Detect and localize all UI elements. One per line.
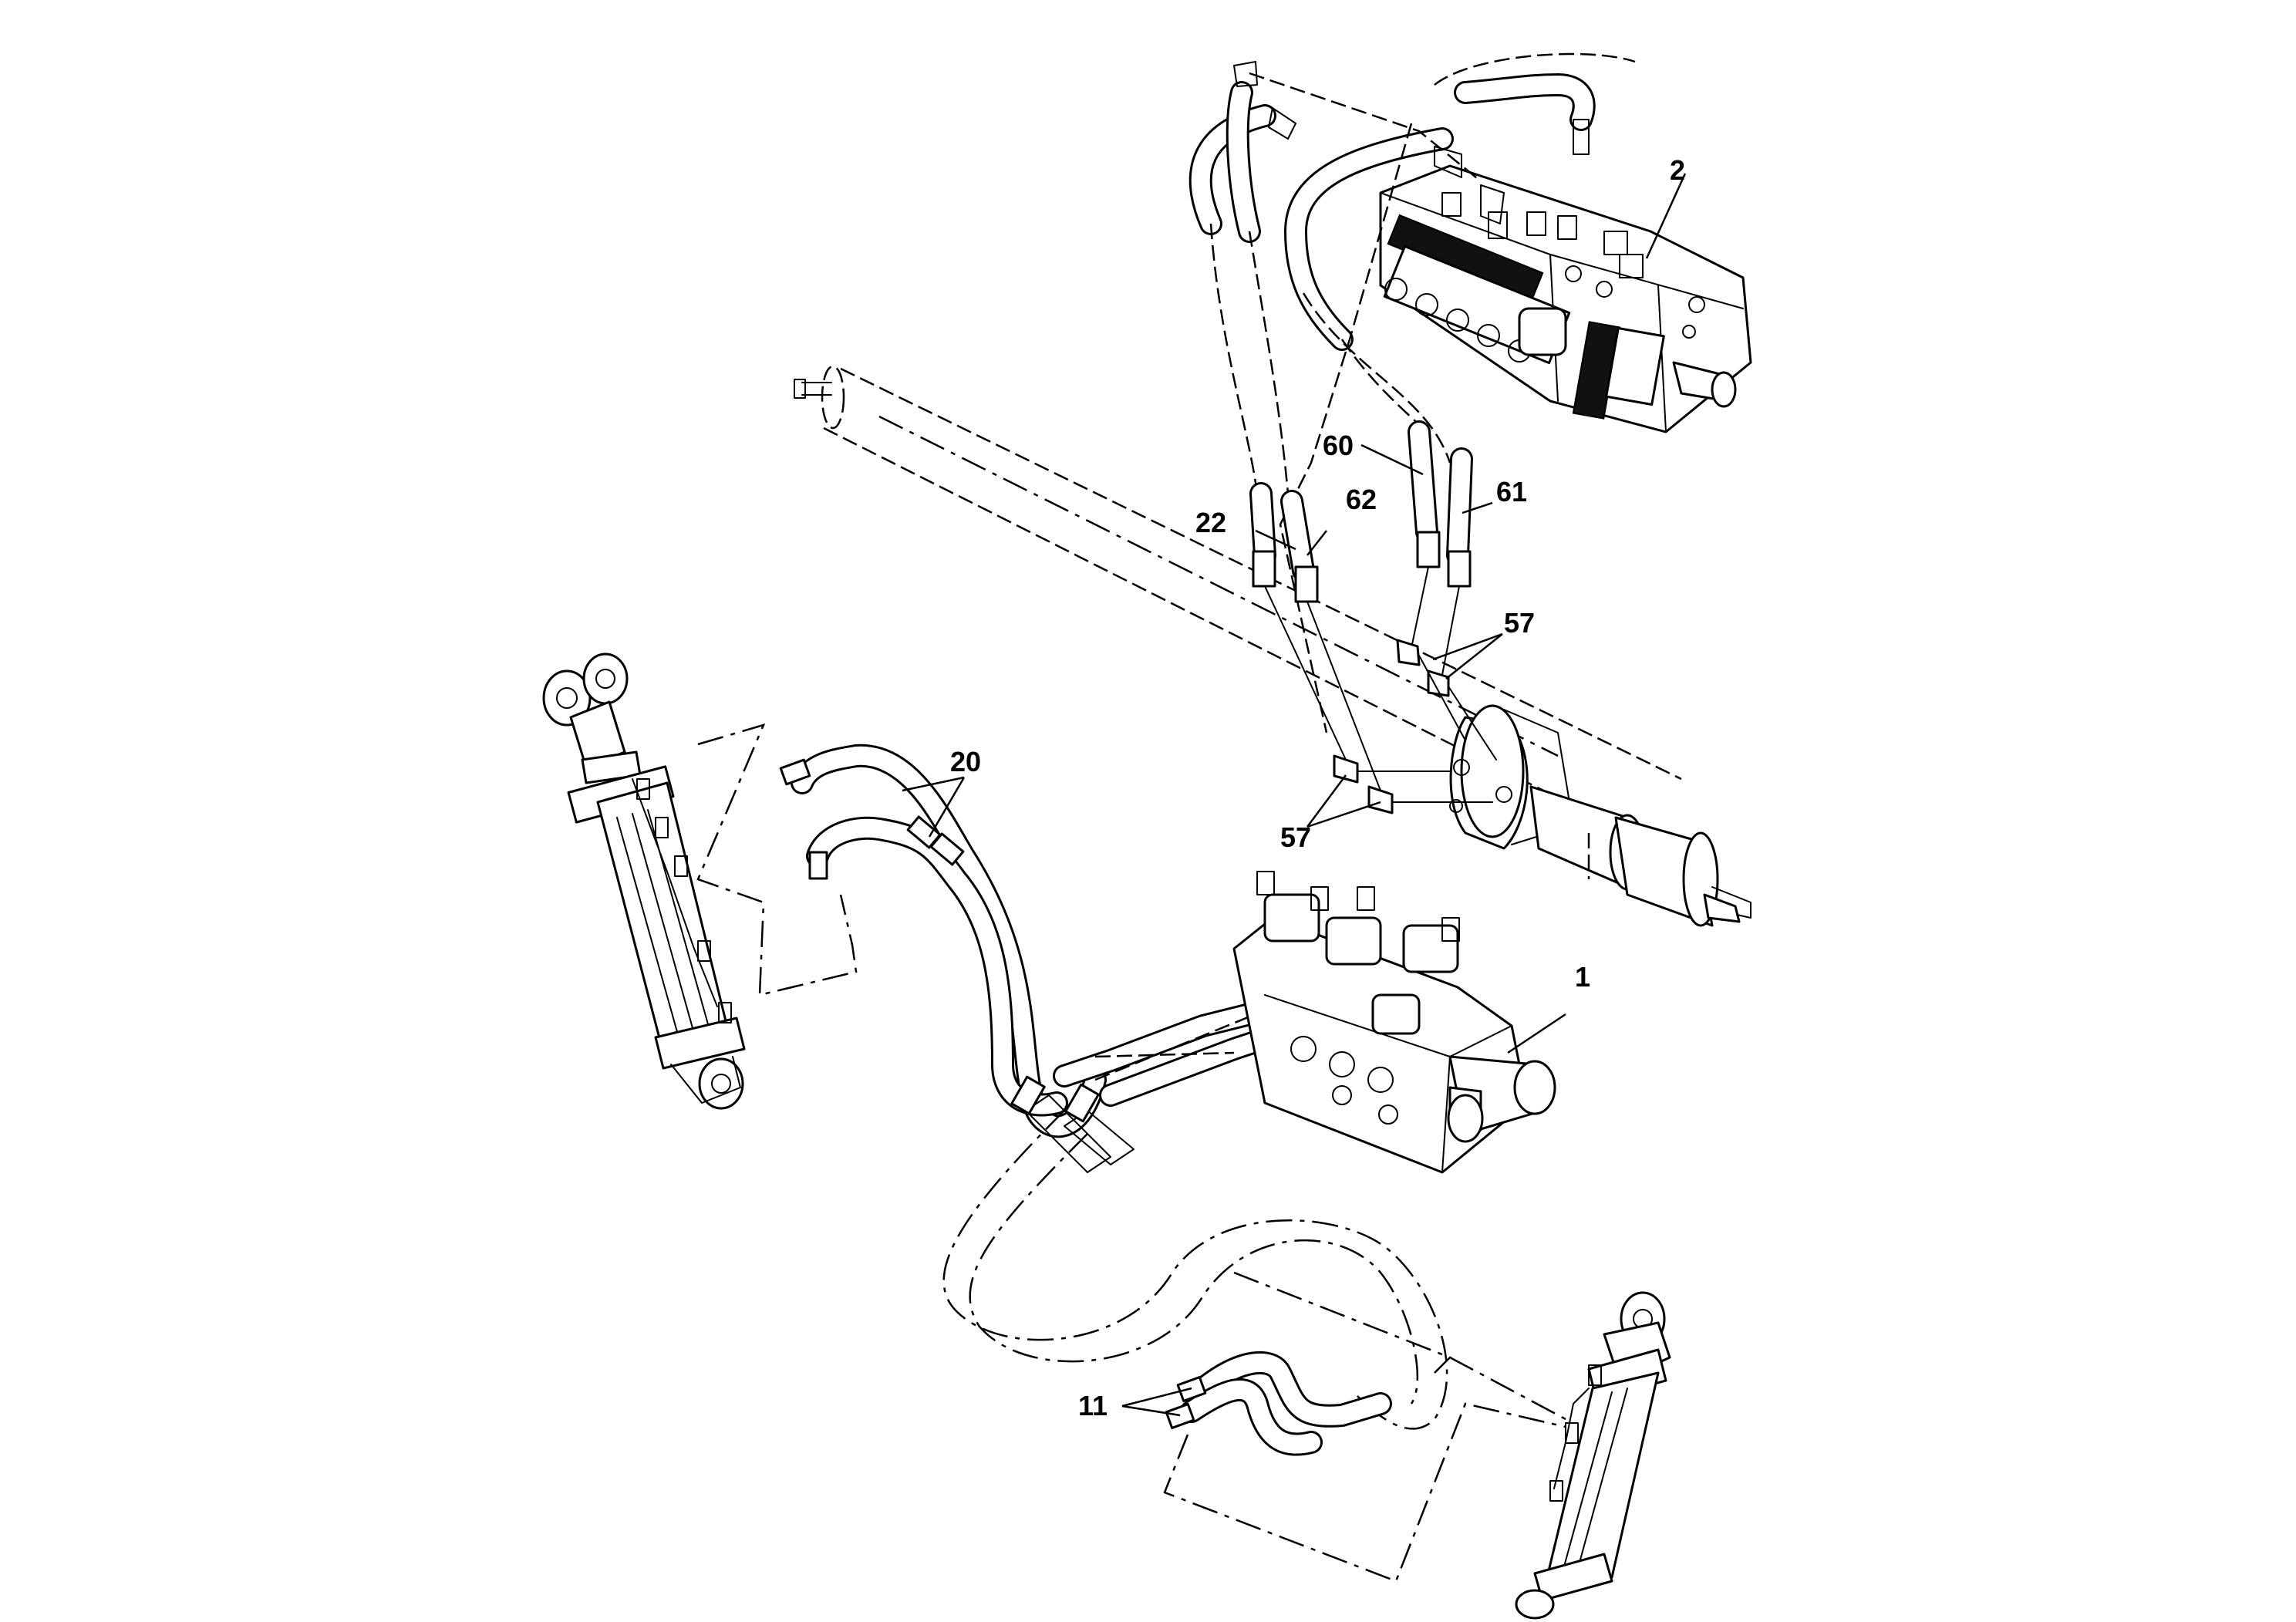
left-cylinder (542, 653, 858, 1110)
callout-57-upper: 57 (1504, 607, 1535, 639)
callout-20: 20 (950, 746, 981, 777)
lower-hose-loop (942, 999, 1448, 1430)
callout-62: 62 (1346, 484, 1377, 515)
callout-60: 60 (1323, 430, 1354, 461)
valve-block-1 (1232, 871, 1566, 1174)
callout-61: 61 (1496, 476, 1527, 508)
callout-2: 2 (1670, 154, 1685, 186)
leader-lines (902, 443, 1503, 1417)
callout-11: 11 (1078, 1390, 1108, 1421)
callout-1: 1 (1575, 961, 1590, 993)
top-hoses (1188, 52, 1636, 733)
callout-57-lower: 57 (1280, 821, 1311, 853)
valve-block-2 (1379, 164, 1752, 433)
hoses-11 (1163, 1271, 1566, 1583)
rotary-coupling (1449, 704, 1752, 927)
callout-labels: 1 2 11 20 22 57 57 60 61 62 (950, 154, 1685, 1421)
dashed-shaft (794, 365, 1682, 850)
right-cylinder (1515, 1291, 1671, 1620)
middle-hose-ends (1249, 420, 1497, 814)
hoses-20 (779, 744, 1107, 1138)
callout-22: 22 (1195, 507, 1226, 538)
